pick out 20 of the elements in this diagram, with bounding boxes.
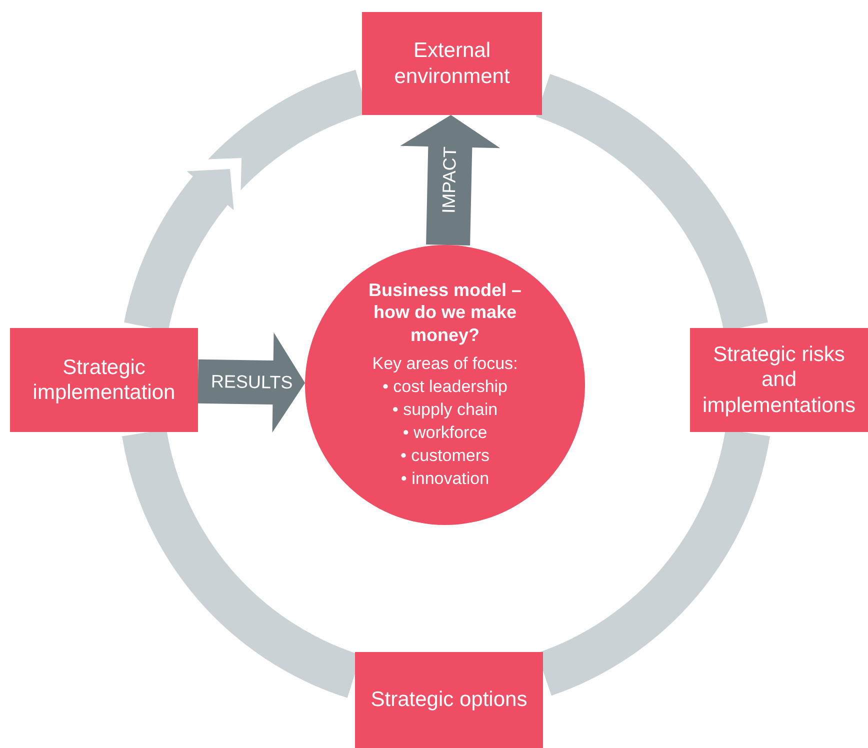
list-item: • customers [400, 445, 490, 468]
block-arrow [198, 332, 306, 432]
list-item: • innovation [400, 468, 490, 490]
box-label: Strategic risks and implementations [702, 342, 856, 418]
box-label: External environment [393, 38, 511, 89]
circle-heading: Business model – how do we make money? [367, 278, 523, 346]
process-box [690, 328, 868, 432]
edge-label: IMPACT [440, 146, 460, 214]
cycle-arrow-segment [536, 74, 768, 331]
block-arrow [400, 115, 500, 246]
box-label: Strategic options [370, 687, 528, 713]
process-box [362, 12, 542, 115]
list-item: • cost leadership [382, 376, 508, 398]
edge-label: RESULTS [210, 372, 292, 392]
list-item: • supply chain [392, 399, 498, 422]
process-box [10, 328, 198, 432]
process-box [355, 652, 543, 748]
focus-heading: Key areas of focus: [372, 353, 518, 376]
list-item: • workforce [402, 422, 488, 444]
box-label: Strategic implementation [32, 354, 176, 406]
